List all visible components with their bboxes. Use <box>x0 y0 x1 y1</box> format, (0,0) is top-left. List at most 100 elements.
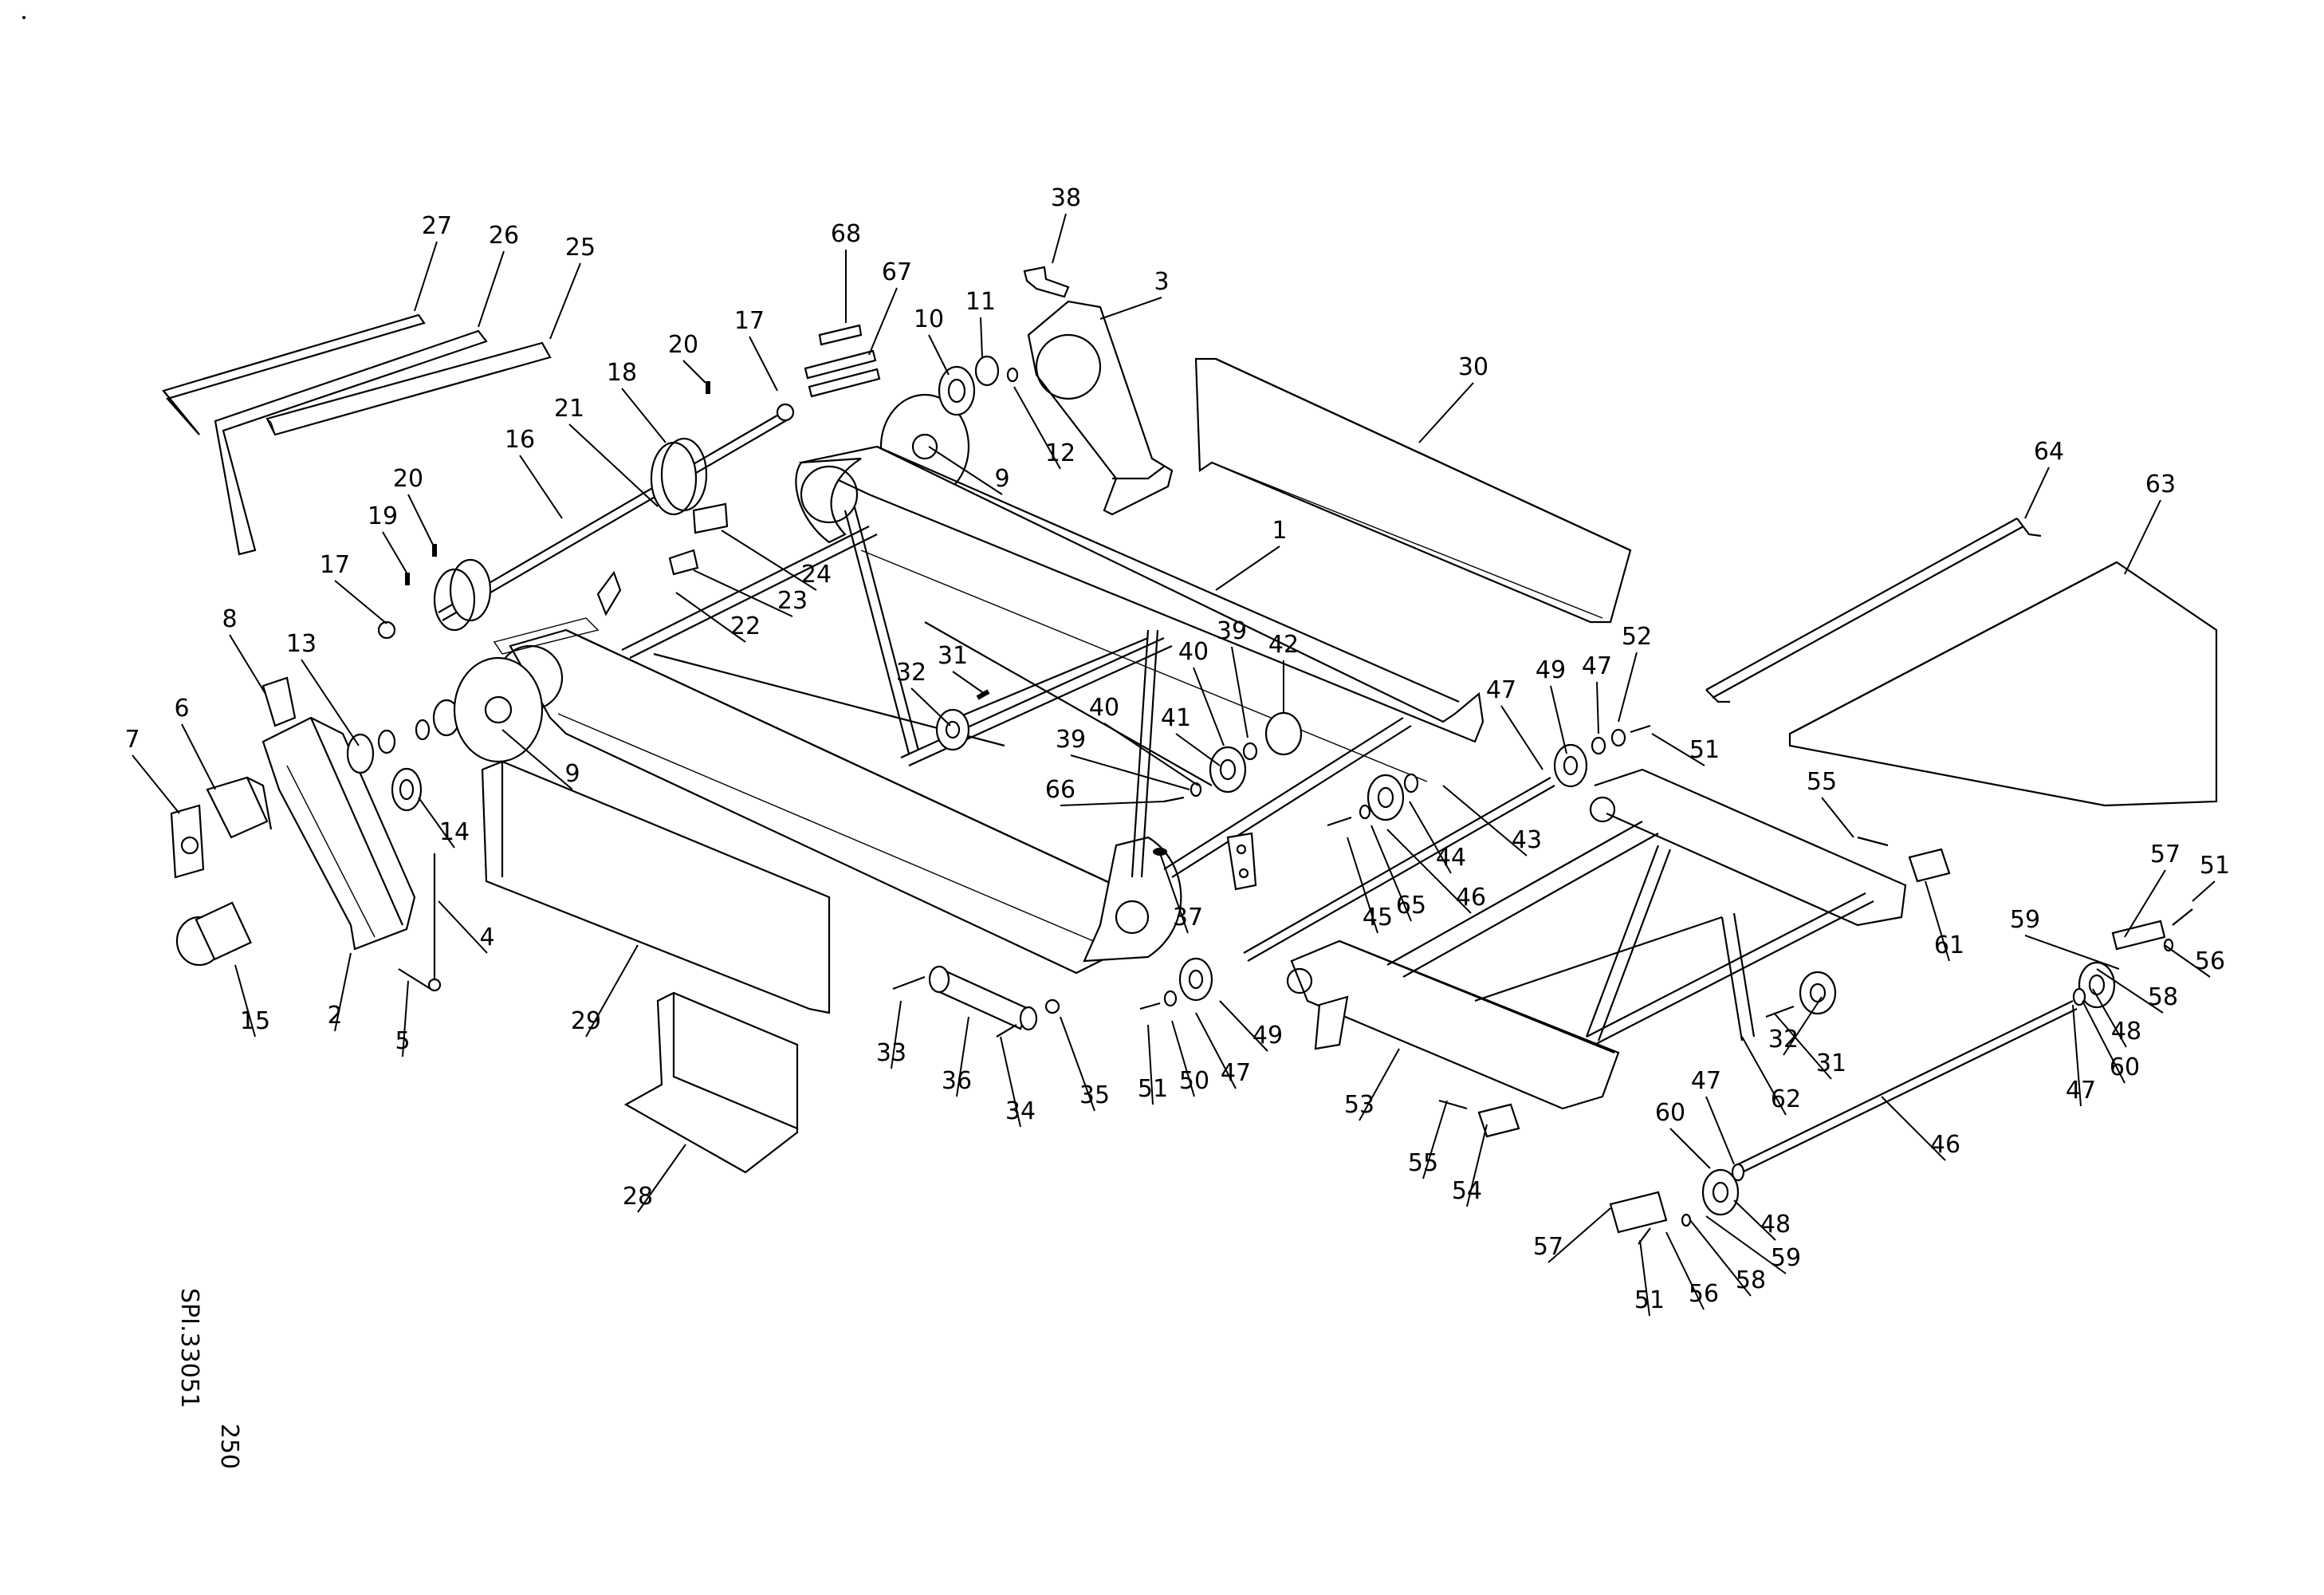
callout-leader-c55b <box>1422 1100 1448 1180</box>
callout-label-c39a: 39 <box>1217 617 1247 645</box>
washer-39 <box>1190 782 1202 798</box>
roller-32-upper <box>935 708 970 751</box>
washer-43 <box>1403 773 1419 794</box>
callout-label-c57b: 57 <box>1533 1233 1563 1261</box>
callout-leader-c24 <box>721 530 817 591</box>
callout-leader-c6 <box>181 723 216 790</box>
shaft-46-upper <box>1243 777 1555 962</box>
callout-label-c61: 61 <box>1934 931 1964 959</box>
callout-leader-c48a <box>2092 988 2127 1048</box>
callout-leader-c10 <box>928 334 950 376</box>
callout-label-c64: 64 <box>2034 438 2064 466</box>
callout-leader-c19 <box>382 531 407 573</box>
callout-leader-c50 <box>1171 1020 1195 1097</box>
callout-leader-c44 <box>1409 801 1452 874</box>
shaft-16 <box>438 410 790 621</box>
panel-26 <box>214 329 488 556</box>
callout-leader-c38 <box>1052 213 1067 264</box>
callout-label-c52: 52 <box>1622 623 1652 651</box>
callout-leader-c47e <box>1195 1012 1237 1089</box>
washer-60-lower <box>1731 1163 1745 1182</box>
callout-label-c54: 54 <box>1452 1177 1482 1205</box>
collar-17-upper <box>776 403 795 422</box>
callout-label-c7: 7 <box>124 726 140 754</box>
callout-leader-c31a <box>952 671 985 695</box>
callout-leader-c2 <box>334 952 352 1032</box>
callout-label-c3: 3 <box>1154 268 1169 296</box>
callout-label-c36: 36 <box>942 1067 972 1095</box>
callout-label-c25: 25 <box>565 234 596 262</box>
callout-leader-c4 <box>438 900 488 954</box>
callout-leader-c60b <box>1669 1128 1711 1169</box>
callout-leader-c27 <box>414 241 438 312</box>
callout-label-c35: 35 <box>1079 1081 1110 1109</box>
cover-28 <box>623 991 799 1174</box>
callout-leader-c45 <box>1347 837 1378 934</box>
callout-label-c60a: 60 <box>2110 1053 2140 1081</box>
callout-leader-c17a <box>749 336 778 392</box>
clip-22 <box>596 570 622 616</box>
bolt-34 <box>996 1024 1017 1038</box>
roller-49-lower <box>1178 957 1213 1002</box>
callout-leader-c21 <box>568 423 659 507</box>
callout-leader-c64 <box>2024 467 2050 519</box>
callout-leader-c65 <box>1370 825 1412 922</box>
key-19 <box>405 573 410 585</box>
callout-leader-c39b <box>1070 754 1190 790</box>
callout-leader-c56a <box>2164 944 2211 978</box>
callout-label-c20b: 20 <box>393 465 423 493</box>
callout-leader-c51a <box>1651 733 1705 766</box>
callout-leader-c56b <box>1665 1231 1705 1310</box>
sprocket-lower <box>433 558 492 632</box>
callout-label-c43: 43 <box>1512 826 1542 854</box>
callout-label-c18: 18 <box>607 359 637 387</box>
callout-leader-c51d <box>1147 1024 1154 1105</box>
callout-leader-c59a <box>2024 935 2120 970</box>
callout-leader-c15 <box>234 964 256 1038</box>
subframe-53 <box>1286 768 1907 1110</box>
washer-50 <box>1163 990 1178 1007</box>
callout-label-c9a: 9 <box>994 465 1009 493</box>
callout-leader-c28 <box>637 1144 686 1213</box>
callout-label-c8: 8 <box>222 605 237 633</box>
callout-label-c30: 30 <box>1458 353 1488 381</box>
washer-40 <box>1242 742 1258 761</box>
callout-label-c49a: 49 <box>1536 656 1566 684</box>
callout-label-c42: 42 <box>1268 631 1299 659</box>
callout-leader-c5 <box>402 980 409 1057</box>
corner-mark <box>22 16 26 19</box>
gearbox-6 <box>206 776 273 839</box>
motor-15 <box>175 901 252 967</box>
callout-leader-c32b <box>1783 996 1823 1056</box>
callout-label-c17b: 17 <box>320 551 350 579</box>
callout-label-c38: 38 <box>1051 184 1081 212</box>
callout-label-c53: 53 <box>1344 1091 1374 1119</box>
callout-label-c21: 21 <box>554 395 584 423</box>
callout-label-c58b: 58 <box>1736 1266 1766 1294</box>
callout-label-c55b: 55 <box>1408 1149 1438 1177</box>
washer-52 <box>1610 728 1626 747</box>
callout-label-c47e: 47 <box>1221 1059 1251 1087</box>
callout-leader-c26 <box>478 250 505 328</box>
pin-55-lower <box>1438 1099 1468 1110</box>
washer-12 <box>1006 367 1019 383</box>
callout-label-c39b: 39 <box>1056 726 1086 754</box>
clip-24 <box>692 502 729 534</box>
callout-leader-c9a <box>928 446 1003 495</box>
side-plate-3 <box>1027 300 1174 516</box>
callout-label-c16: 16 <box>505 426 535 454</box>
callout-label-c67: 67 <box>882 258 912 286</box>
clip-23 <box>668 549 699 576</box>
bracket-37 <box>1226 832 1257 891</box>
panel-27 <box>162 313 426 435</box>
callout-leader-c37 <box>1159 853 1189 934</box>
callout-label-c62: 62 <box>1771 1085 1801 1113</box>
callout-leader-c43 <box>1442 785 1528 857</box>
pin-5 <box>398 968 431 990</box>
callout-leader-c17b <box>334 580 387 624</box>
sprocket-13 <box>346 729 396 774</box>
callout-leader-c63 <box>2124 499 2161 575</box>
callout-label-c47b: 47 <box>1582 652 1612 680</box>
callout-label-c22: 22 <box>730 612 761 640</box>
bearing-front <box>415 699 461 741</box>
